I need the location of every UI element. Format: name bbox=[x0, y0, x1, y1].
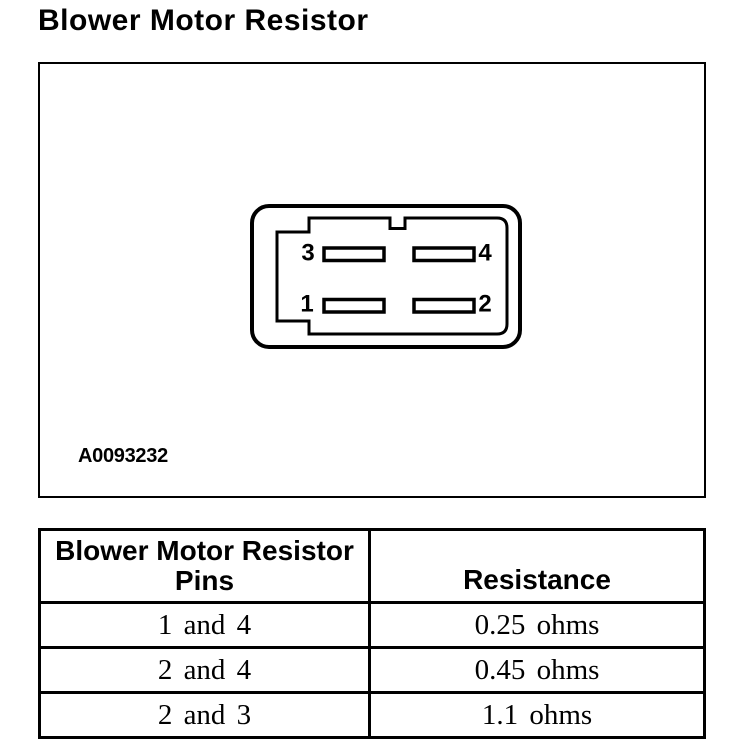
pin-label-2: 2 bbox=[478, 291, 491, 318]
header-resistance-label: Resistance bbox=[463, 564, 611, 595]
page-title: Blower Motor Resistor bbox=[38, 4, 369, 37]
pin-terminal-4 bbox=[412, 246, 476, 263]
header-pins-line1: Blower Motor Resistor bbox=[55, 535, 354, 566]
header-cell-resistance: Resistance bbox=[371, 531, 703, 601]
cell-resistance-value: 0.25 ohms bbox=[474, 608, 600, 641]
table-row: 1 and 4 0.25 ohms bbox=[41, 604, 703, 649]
connector-figure-frame: 3 4 1 2 A0093232 bbox=[38, 62, 706, 498]
table-row: 2 and 3 1.1 ohms bbox=[41, 694, 703, 736]
resistance-table: Blower Motor Resistor Pins Resistance 1 … bbox=[38, 528, 706, 739]
cell-pins-value: 1 and 4 bbox=[41, 604, 371, 646]
table-header-row: Blower Motor Resistor Pins Resistance bbox=[41, 531, 703, 604]
pin-terminal-1 bbox=[322, 297, 386, 314]
cell-resistance-value: 1.1 ohms bbox=[481, 698, 593, 731]
pin-terminal-2 bbox=[412, 297, 476, 314]
cell-pins-value: 2 and 4 bbox=[41, 649, 371, 691]
cell-pins-value: 2 and 3 bbox=[41, 694, 371, 736]
pin-label-1: 1 bbox=[300, 291, 313, 318]
connector-outer-shell bbox=[250, 204, 522, 349]
table-row: 2 and 4 0.45 ohms bbox=[41, 649, 703, 694]
pin-terminal-3 bbox=[322, 246, 386, 263]
connector-inner-housing bbox=[275, 216, 509, 336]
connector-diagram: 3 4 1 2 bbox=[250, 204, 522, 349]
header-cell-pins: Blower Motor Resistor Pins bbox=[41, 531, 371, 601]
header-pins-line2: Pins bbox=[174, 565, 235, 596]
cell-resistance-value: 0.45 ohms bbox=[474, 653, 600, 686]
figure-caption: A0093232 bbox=[78, 445, 168, 467]
pin-label-4: 4 bbox=[478, 240, 492, 267]
pin-label-3: 3 bbox=[301, 240, 314, 267]
